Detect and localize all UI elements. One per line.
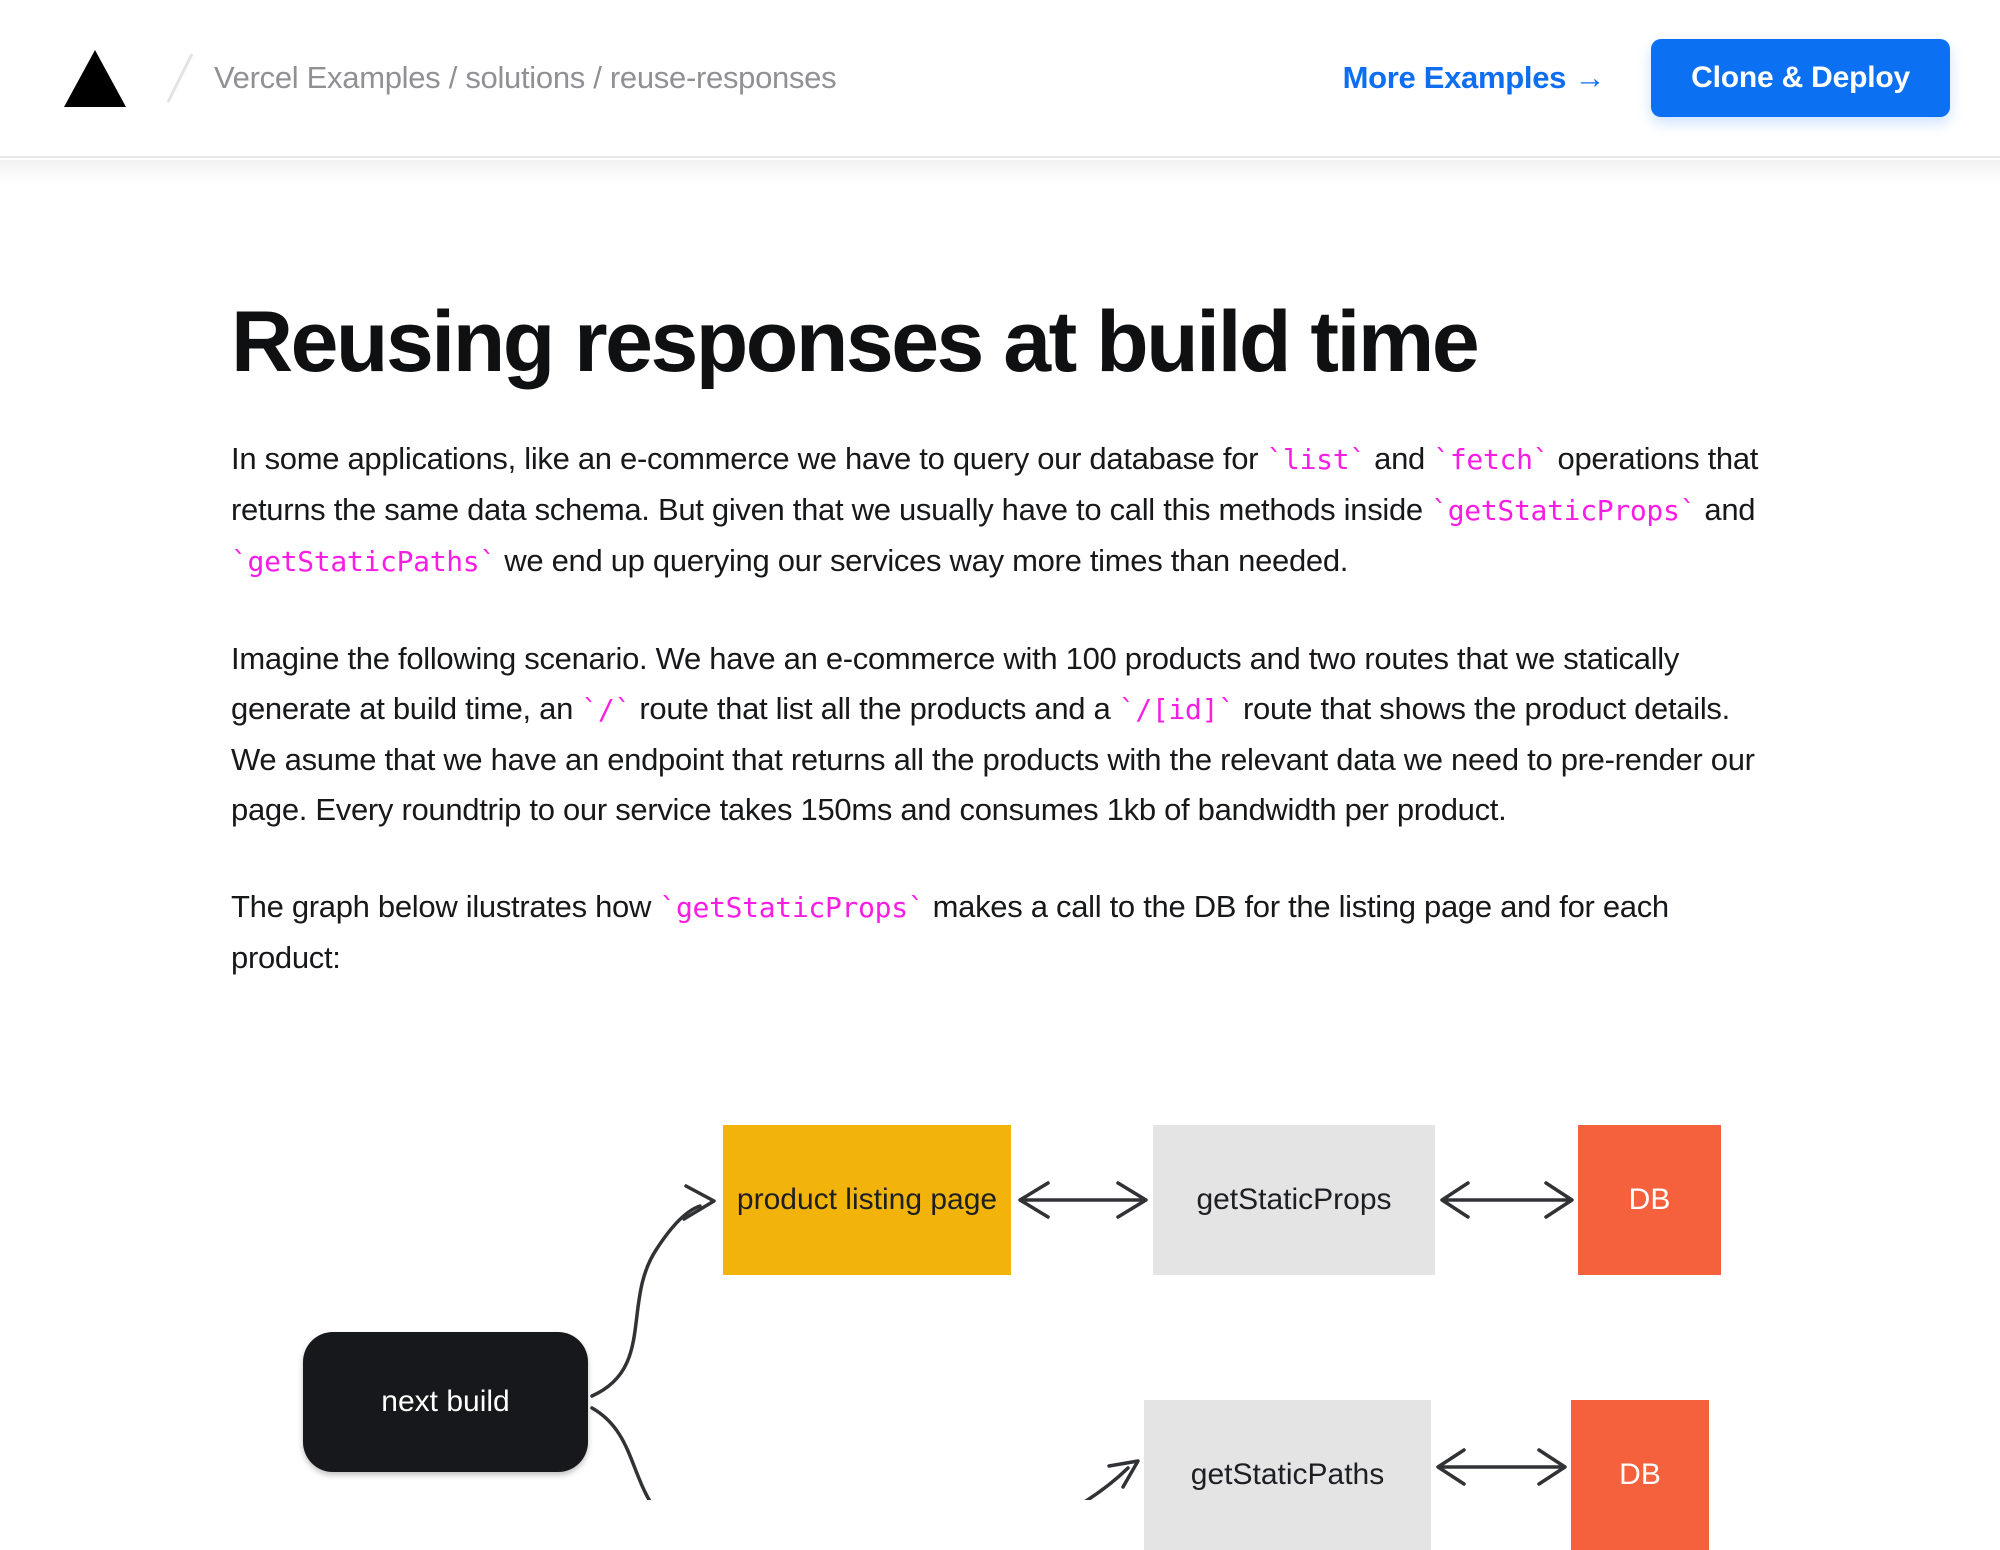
more-examples-link[interactable]: More Examples → xyxy=(1342,60,1606,95)
node-db-bottom: DB xyxy=(1571,1400,1709,1550)
paragraph-intro: In some applications, like an e-commerce… xyxy=(231,441,1759,579)
node-product-listing-page: product listing page xyxy=(723,1125,1011,1275)
clone-deploy-button[interactable]: Clone & Deploy xyxy=(1651,39,1950,117)
node-next-build: next build xyxy=(303,1332,588,1472)
paragraph-scenario: Imagine the following scenario. We have … xyxy=(231,641,1755,828)
paragraph-graph-caption: The graph below ilustrates how `getStati… xyxy=(231,889,1669,976)
node-get-static-paths: getStaticPaths xyxy=(1144,1400,1431,1550)
header-actions: More Examples → Clone & Deploy xyxy=(1343,39,1950,117)
breadcrumb[interactable]: Vercel Examples / solutions / reuse-resp… xyxy=(214,60,837,95)
page-title: Reusing responses at build time xyxy=(231,294,1480,390)
node-db-top: DB xyxy=(1578,1125,1721,1275)
site-header: Vercel Examples / solutions / reuse-resp… xyxy=(0,0,2000,184)
breadcrumb-divider xyxy=(166,53,194,103)
vercel-logo-icon[interactable] xyxy=(64,49,126,107)
node-get-static-props: getStaticProps xyxy=(1153,1125,1435,1275)
article: Reusing responses at build time In some … xyxy=(231,160,1779,983)
